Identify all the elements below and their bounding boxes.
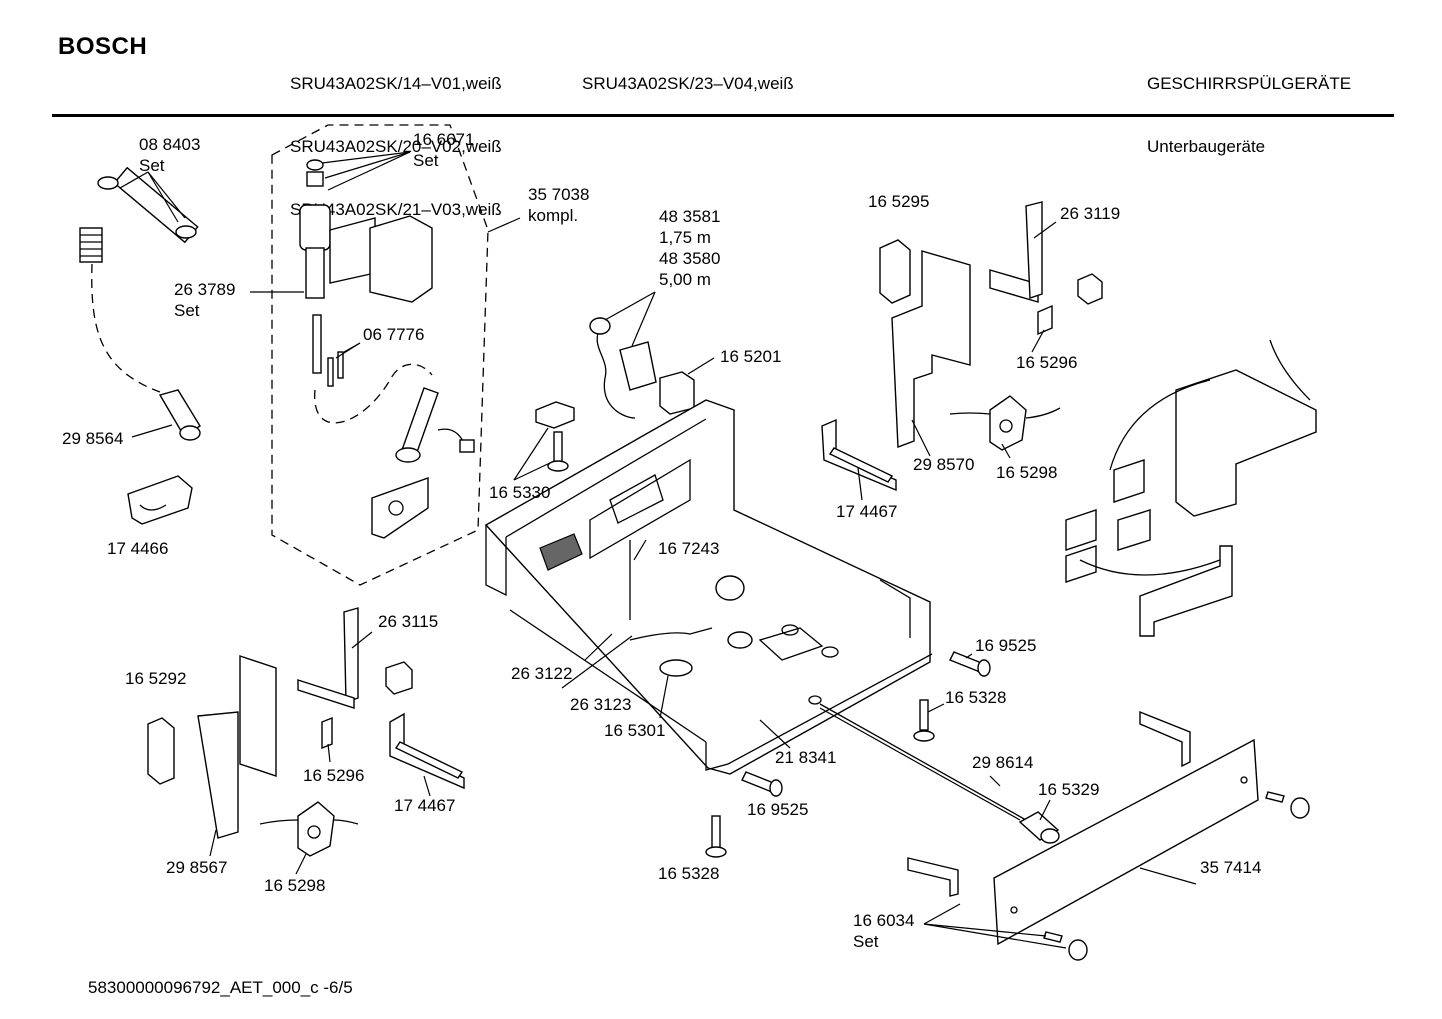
rod-part — [819, 703, 1027, 821]
sensor-part — [949, 395, 1061, 451]
part-label: 26 3789 Set — [174, 280, 236, 320]
brand-logo: BOSCH — [58, 33, 148, 60]
part-label: 29 8567 — [166, 858, 228, 877]
part-label: 17 4466 — [107, 539, 169, 558]
model-list-2: SRU43A02SK/23–V04,weiß — [582, 31, 794, 115]
part-label: 16 5296 — [303, 766, 365, 785]
assembly-boundary — [271, 124, 489, 586]
part-label: 16 5329 — [1038, 780, 1100, 799]
category-block: GESCHIRRSPÜLGERÄTE Unterbaugeräte — [1147, 31, 1351, 178]
category-title: GESCHIRRSPÜLGERÄTE — [1147, 74, 1352, 93]
part-label: 06 7776 — [363, 325, 425, 344]
part-label: 26 3119 — [1060, 204, 1121, 223]
part-label: 16 5201 — [720, 347, 782, 366]
part-label: 16 5292 — [125, 669, 187, 688]
cap-part — [1043, 791, 1310, 961]
hose-pipe-part — [97, 166, 199, 244]
part-label: 35 7414 — [1200, 858, 1262, 877]
part-label: 26 3115 — [378, 612, 439, 631]
foot-screw-part — [913, 699, 935, 742]
model-line: SRU43A02SK/23–V04,weiß — [582, 74, 794, 93]
model-line: SRU43A02SK/21–V03,weiß — [290, 200, 502, 219]
part-label: 17 4467 — [836, 502, 898, 521]
spring-bracket-lower-part — [389, 712, 465, 790]
spring-part — [79, 227, 103, 263]
part-label: 29 8614 — [972, 753, 1034, 772]
spring-bracket-part — [821, 418, 897, 492]
part-label: 16 6671 Set — [413, 130, 475, 170]
foot-screw-part — [705, 815, 727, 858]
part-label: 17 4467 — [394, 796, 456, 815]
document-id: 58300000096792_AET_000_c -6/5 — [88, 978, 353, 997]
model-list-1: SRU43A02SK/14–V01,weiß SRU43A02SK/20–V02… — [290, 31, 502, 241]
part-label: 08 8403 Set — [139, 135, 201, 175]
subcategory-title: Unterbaugeräte — [1147, 137, 1266, 156]
knob-part — [1018, 811, 1060, 844]
part-label: 29 8570 — [913, 455, 975, 474]
cable-connector-part — [589, 317, 695, 419]
part-label: 35 7038 kompl. — [528, 185, 590, 225]
part-label: 29 8564 — [62, 429, 124, 448]
header-divider — [52, 114, 1394, 117]
part-label: 16 5301 — [604, 721, 666, 740]
panel-part — [371, 477, 429, 539]
part-label: 16 5296 — [1016, 353, 1078, 372]
coiled-hose-part — [395, 387, 475, 463]
part-label: 16 5328 — [658, 864, 720, 883]
foot-screw-part — [535, 401, 575, 472]
valve-assembly-part — [299, 159, 433, 387]
screw-part — [741, 771, 783, 797]
part-label: 16 5298 — [996, 463, 1058, 482]
part-label: 16 5328 — [945, 688, 1007, 707]
model-line: SRU43A02SK/14–V01,weiß — [290, 74, 502, 93]
part-label: 16 7243 — [658, 539, 720, 558]
side-bracket-lower-part — [147, 607, 413, 839]
part-label: 26 3123 — [570, 695, 632, 714]
part-label: 16 6034 Set — [853, 911, 915, 951]
part-label: 21 8341 — [775, 748, 837, 767]
sensor-lower-part — [259, 801, 359, 857]
part-label: 16 9525 — [747, 800, 809, 819]
part-label: 48 3581 1,75 m 48 3580 5,00 m — [659, 207, 721, 289]
part-label: 16 5295 — [868, 192, 930, 211]
part-label: 26 3122 — [511, 664, 573, 683]
front-panel-part — [907, 710, 1259, 946]
bracket-part — [127, 475, 193, 525]
part-label: 16 9525 — [975, 636, 1037, 655]
corrugated-hose-part — [158, 389, 201, 441]
part-label: 16 5330 — [489, 483, 551, 502]
side-bracket-part — [879, 201, 1103, 448]
model-line: SRU43A02SK/20–V02,weiß — [290, 137, 502, 156]
screw-part — [949, 651, 991, 677]
part-label: 16 5298 — [264, 876, 326, 895]
base-tub-part — [484, 399, 933, 775]
wiring-harness-part — [1065, 339, 1317, 637]
